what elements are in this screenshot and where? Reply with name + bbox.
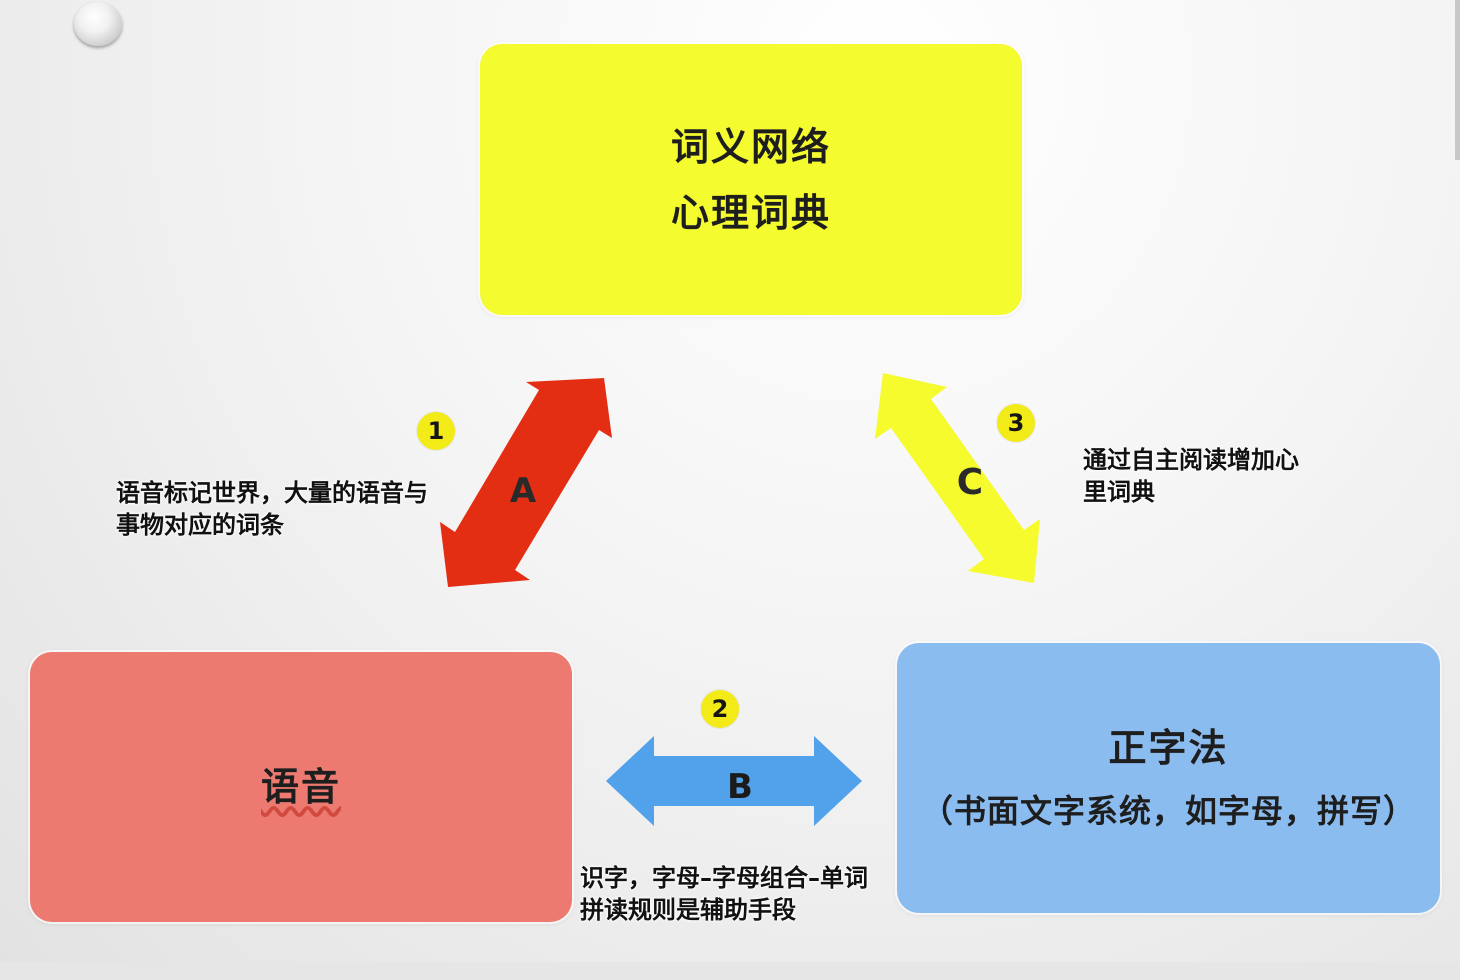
step-badge-3: 3 bbox=[997, 404, 1035, 442]
arrow-c: C bbox=[875, 373, 1040, 583]
caption-c: 通过自主阅读增加心 里词典 bbox=[1083, 444, 1299, 508]
caption-a-line-1: 语音标记世界，大量的语音与 bbox=[116, 479, 428, 507]
orthography-subtitle: （书面文字系统，如字母，拼写） bbox=[920, 792, 1416, 830]
phonology-title: 语音 bbox=[260, 765, 341, 809]
caption-b: 识字，字母–字母组合–单词 拼读规则是辅助手段 bbox=[580, 862, 868, 926]
phonology-box: 语音 bbox=[30, 652, 572, 922]
arrow-a: A bbox=[440, 378, 612, 587]
semantic-network-box: 词义网络 心理词典 bbox=[480, 44, 1022, 315]
caption-c-line-1: 通过自主阅读增加心 bbox=[1083, 446, 1299, 474]
page-edge bbox=[1455, 0, 1460, 160]
arrow-b-shape bbox=[606, 736, 862, 826]
step-badge-1: 1 bbox=[417, 412, 455, 450]
semantic-network-title: 词义网络 bbox=[670, 124, 831, 169]
arrow-a-letter: A bbox=[510, 471, 537, 511]
orthography-box: 正字法 （书面文字系统，如字母，拼写） bbox=[897, 643, 1440, 913]
arrow-a-shape bbox=[440, 378, 612, 587]
arrow-c-shape bbox=[875, 373, 1040, 583]
caption-a: 语音标记世界，大量的语音与 事物对应的词条 bbox=[116, 477, 428, 541]
page-bottom-strip bbox=[0, 962, 1460, 980]
orthography-title: 正字法 bbox=[1108, 726, 1229, 770]
arrow-b-letter: B bbox=[727, 767, 753, 807]
caption-b-line-2: 拼读规则是辅助手段 bbox=[580, 896, 796, 924]
arrow-c-letter: C bbox=[957, 462, 983, 503]
page-ring-decoration bbox=[74, 2, 122, 46]
caption-b-line-1: 识字，字母–字母组合–单词 bbox=[580, 864, 868, 892]
caption-a-line-2: 事物对应的词条 bbox=[116, 511, 284, 539]
step-badge-2: 2 bbox=[701, 690, 739, 728]
caption-c-line-2: 里词典 bbox=[1083, 478, 1155, 506]
arrow-b: B bbox=[606, 736, 862, 826]
mental-lexicon-title: 心理词典 bbox=[670, 190, 831, 235]
